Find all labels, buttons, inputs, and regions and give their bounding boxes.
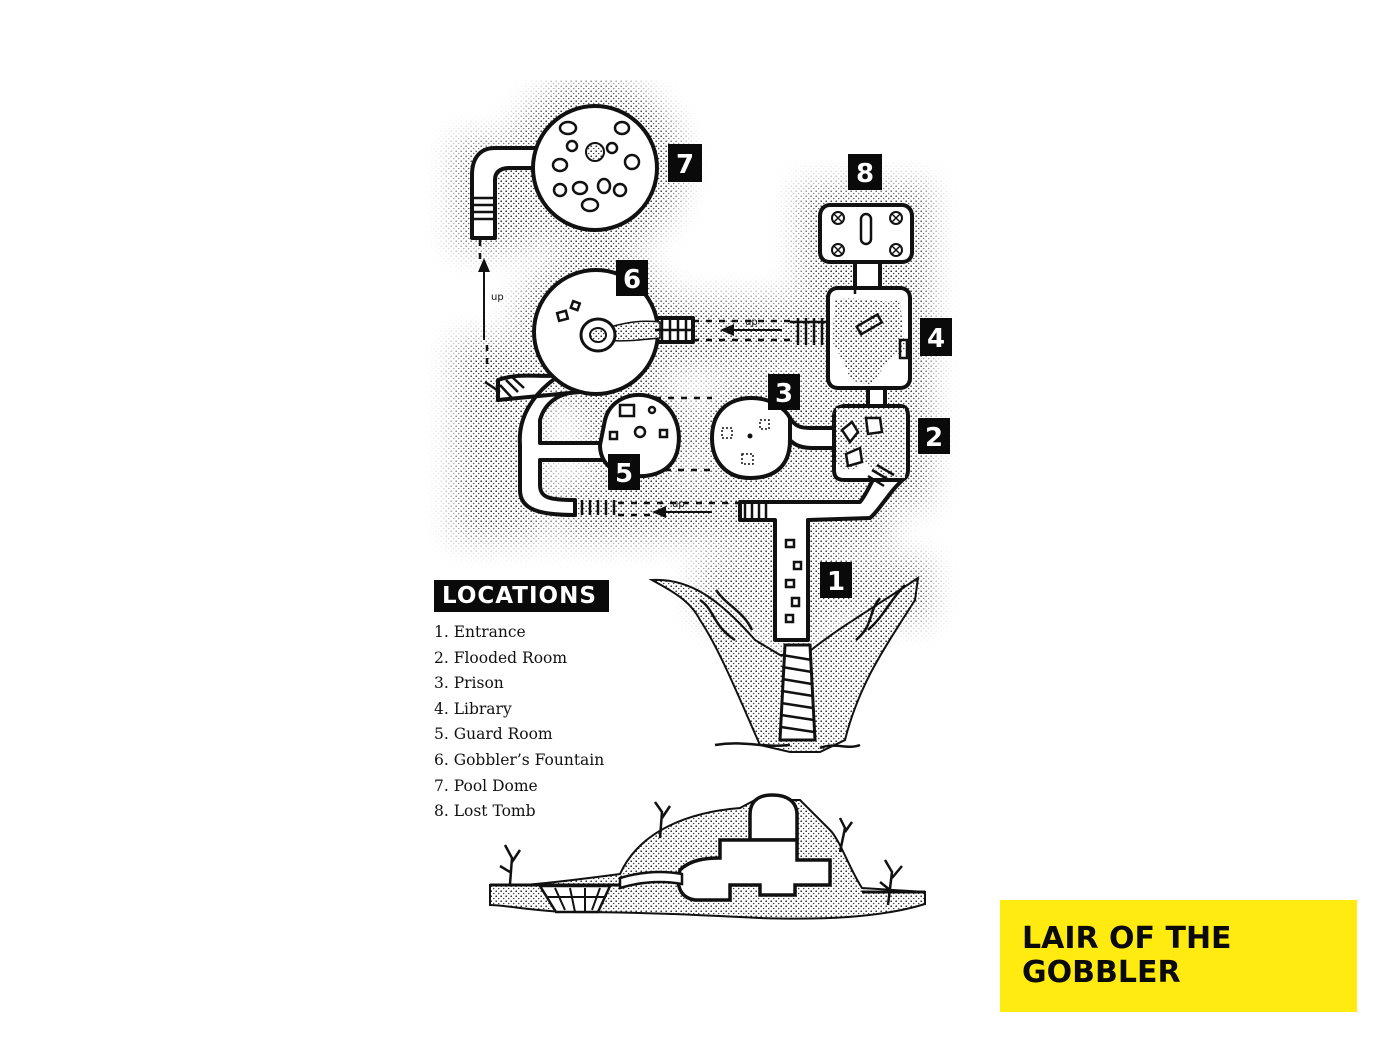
pool-dome-pool bbox=[585, 142, 605, 162]
section-tunnel bbox=[618, 870, 684, 890]
room-label-3: 3 bbox=[768, 374, 800, 410]
room-label-1: 1 bbox=[820, 562, 852, 598]
arrow-up-northwest: up bbox=[478, 258, 504, 340]
cross-section bbox=[489, 793, 926, 920]
legend-item: 6. Gobbler’s Fountain bbox=[434, 750, 605, 769]
legend-item: 3. Prison bbox=[434, 674, 504, 693]
arrow-up-library: up bbox=[720, 317, 782, 336]
section-dead-tree-right bbox=[879, 859, 903, 906]
room-label-2: 2 bbox=[918, 418, 950, 454]
legend-heading: LOCATIONS bbox=[434, 580, 609, 612]
svg-text:4: 4 bbox=[927, 324, 945, 354]
legend-item: 7. Pool Dome bbox=[434, 776, 538, 795]
fountain-crate-2 bbox=[569, 299, 582, 312]
room-label-7: 7 bbox=[668, 144, 702, 182]
locations-legend: LOCATIONS 1. Entrance 2. Flooded Room 3.… bbox=[434, 580, 694, 825]
fountain-crate bbox=[555, 309, 570, 323]
stair-label-up-1: up bbox=[491, 292, 504, 303]
svg-text:5: 5 bbox=[615, 459, 633, 489]
stairs-entrance-west bbox=[743, 503, 768, 519]
section-dome bbox=[748, 793, 799, 842]
room-label-8: 8 bbox=[848, 154, 882, 190]
svg-text:3: 3 bbox=[775, 379, 793, 409]
level-connections bbox=[478, 240, 790, 517]
section-pit-bars bbox=[548, 887, 606, 913]
map-title: LAIR OF THE GOBBLER bbox=[1022, 921, 1232, 990]
cave-crack-right bbox=[855, 584, 906, 641]
cave-crack-left bbox=[699, 589, 754, 642]
prison-cells bbox=[721, 419, 770, 465]
library-desk bbox=[854, 312, 884, 337]
stairs-west-loop bbox=[484, 376, 525, 399]
stair-label-up-3: up bbox=[672, 499, 685, 510]
stair-label-up-2: up bbox=[745, 317, 758, 328]
entrance-rubble bbox=[784, 538, 803, 624]
stairs-fountain-east bbox=[655, 318, 693, 342]
section-chambers bbox=[676, 838, 832, 902]
library-shelf bbox=[898, 338, 909, 360]
stairs-northwest bbox=[474, 196, 493, 221]
stairs-guard-south bbox=[580, 500, 616, 515]
room-label-5: 5 bbox=[608, 454, 640, 490]
room-label-6: 6 bbox=[616, 260, 648, 296]
pool-dome-pillars bbox=[551, 120, 641, 213]
svg-text:6: 6 bbox=[623, 265, 641, 295]
map-title-banner: LAIR OF THE GOBBLER bbox=[1000, 900, 1357, 1012]
svg-text:2: 2 bbox=[925, 423, 943, 453]
stairs-entrance-east bbox=[867, 463, 895, 488]
ground-line bbox=[714, 742, 861, 750]
legend-list: 1. Entrance 2. Flooded Room 3. Prison 4.… bbox=[434, 620, 694, 825]
library-water bbox=[832, 298, 905, 385]
svg-text:1: 1 bbox=[827, 567, 845, 597]
legend-item: 2. Flooded Room bbox=[434, 648, 568, 667]
entrance-stair-treads bbox=[780, 653, 815, 734]
svg-text:7: 7 bbox=[676, 150, 694, 180]
room-7-pool-dome bbox=[531, 104, 659, 232]
legend-item: 5. Guard Room bbox=[434, 725, 553, 744]
svg-text:8: 8 bbox=[856, 159, 874, 189]
guard-room-furniture bbox=[608, 403, 669, 441]
arrow-up-entrance: up bbox=[652, 499, 712, 518]
legend-item: 8. Lost Tomb bbox=[434, 802, 536, 821]
legend-item: 1. Entrance bbox=[434, 623, 526, 641]
fountain-center bbox=[589, 327, 607, 343]
section-dead-tree-mid bbox=[653, 801, 672, 839]
stairs-library-west bbox=[790, 318, 828, 345]
tomb-sarcophagi bbox=[831, 211, 903, 257]
legend-item: 4. Library bbox=[434, 699, 512, 718]
prison-drain bbox=[747, 433, 753, 439]
section-dead-tree-left bbox=[499, 844, 522, 885]
room-label-4: 4 bbox=[920, 318, 952, 356]
flooded-rubble bbox=[840, 416, 884, 468]
corridor-northwest bbox=[470, 146, 557, 240]
section-dead-tree-ridge bbox=[838, 817, 854, 853]
